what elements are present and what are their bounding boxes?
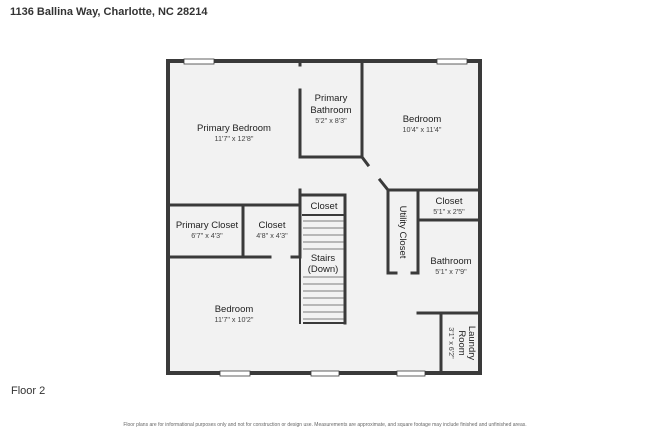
room-name-primary-bathroom-line1: Primary <box>315 93 348 104</box>
walls <box>166 59 482 375</box>
disclaimer: Floor plans are for informational purpos… <box>123 422 527 428</box>
room-dims-laundry: 3'1" x 6'2" <box>447 327 456 359</box>
room-name-primary-bathroom-line2: Bathroom <box>310 105 351 116</box>
floor-area <box>168 61 480 373</box>
room-name-primary-bedroom: Primary Bedroom <box>197 123 271 134</box>
room-dims-bathroom: 5'1" x 7'9" <box>435 267 467 276</box>
room-dims-bedroom-top: 10'4" x 11'4" <box>403 125 442 134</box>
room-name-laundry-line1: Laundry <box>466 326 477 361</box>
room-dims-primary-closet: 6'7" x 4'3" <box>191 231 223 240</box>
property-address: 1136 Ballina Way, Charlotte, NC 28214 <box>10 6 208 18</box>
room-name-closet-right: Closet <box>436 196 463 207</box>
room-name-primary-closet: Primary Closet <box>176 220 239 231</box>
room-name-closet-hall: Closet <box>311 201 338 212</box>
laundry-room-label: Laundry Room 3'1" x 6'2" <box>447 326 477 361</box>
room-name-laundry-line2: Room <box>456 330 467 355</box>
room-name-stairs-line2: (Down) <box>308 264 339 275</box>
windows <box>183 58 468 377</box>
floor-label: Floor 2 <box>11 385 46 397</box>
stairs-treads <box>303 220 344 320</box>
room-dims-closet-right: 5'1" x 2'5" <box>433 207 465 216</box>
room-dims-primary-bathroom: 5'2" x 8'3" <box>315 116 347 125</box>
room-name-closet-left: Closet <box>259 220 286 231</box>
room-name-bedroom-bottom: Bedroom <box>215 304 254 315</box>
room-name-bathroom: Bathroom <box>430 256 471 267</box>
room-dims-bedroom-bottom: 11'7" x 10'2" <box>215 315 254 324</box>
room-dims-closet-left: 4'8" x 4'3" <box>256 231 288 240</box>
room-dims-primary-bedroom: 11'7" x 12'8" <box>215 134 254 143</box>
room-name-utility-closet: Utility Closet <box>397 206 408 259</box>
room-name-bedroom-top: Bedroom <box>403 114 442 125</box>
room-name-stairs-line1: Stairs <box>311 253 336 264</box>
